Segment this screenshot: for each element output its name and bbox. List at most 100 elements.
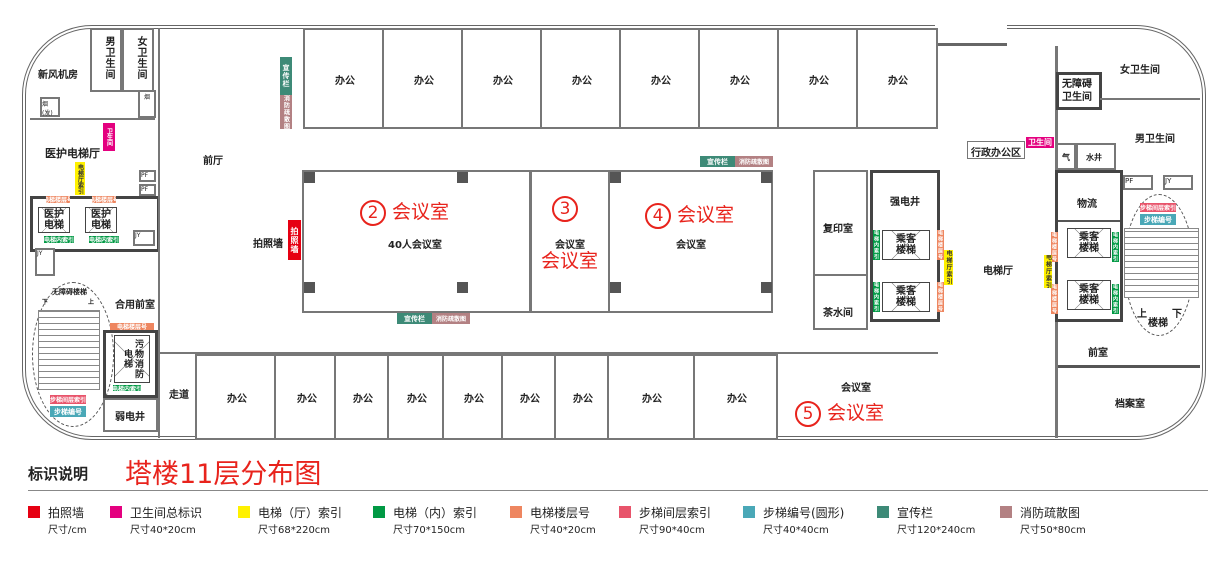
- evacuation-map-sign: 消防疏散图: [735, 156, 773, 167]
- legend-divider: [28, 490, 1208, 491]
- office-room: 办公: [334, 354, 389, 440]
- room-smoke-2: 烟: [138, 90, 156, 118]
- bottom-office-row: 办公 办公 办公 办公 办公 办公 办公 办公 办公 会议室: [160, 352, 938, 440]
- stair-number-sign: 步梯编号: [1140, 214, 1176, 225]
- page-title: 塔楼11层分布图: [125, 459, 322, 490]
- pipe-shaft-jy-2: JY: [35, 248, 55, 276]
- stair-up-label: 上: [1137, 309, 1147, 320]
- office-room: 办公: [382, 28, 463, 129]
- passenger-elevator-4: 乘客楼梯: [1067, 280, 1111, 310]
- elevator-hall-index-sign: 电梯厅索引: [1044, 255, 1052, 288]
- column: [304, 172, 315, 183]
- office-room: 办公: [195, 354, 276, 440]
- room-water-shaft: 水井: [1076, 143, 1116, 170]
- swatch: [619, 506, 631, 518]
- office-room: 办公: [442, 354, 503, 440]
- medical-elevator-1: 医护电梯: [38, 207, 70, 233]
- pipe-shaft-jy: JY: [133, 230, 155, 246]
- pipe-shaft-pf: PF: [139, 170, 156, 182]
- stair-floor-index-sign: 步梯间层索引: [1140, 203, 1176, 212]
- column: [761, 172, 772, 183]
- column: [457, 172, 468, 183]
- accessible-stair-outline: [32, 282, 114, 427]
- office-room: 办公: [540, 28, 621, 129]
- swatch: [110, 506, 122, 518]
- passenger-elevator-1: 乘客楼梯: [882, 230, 930, 260]
- room-anteroom: 前室: [1088, 348, 1108, 359]
- office-room: 办公: [856, 28, 938, 129]
- elevator-inside-sign: 电梯内索引: [873, 230, 880, 260]
- room-male-wc-right: 男卫生间: [1135, 134, 1175, 145]
- pipe-shaft-pf: PF: [1123, 175, 1153, 190]
- elevator-floor-sign: 电梯楼层号: [92, 196, 116, 203]
- elevator-floor-sign: 电梯楼层号: [110, 323, 154, 330]
- top-office-row: 办公 办公 办公 办公 办公 办公 办公 办公: [303, 28, 938, 129]
- wall: [158, 28, 160, 438]
- room-shared-anteroom: 合用前室: [115, 300, 155, 311]
- elevator-inside-sign: 电梯内索引: [44, 236, 74, 243]
- elevator-inside-sign: 电梯内索引: [1112, 284, 1119, 314]
- swatch: [743, 506, 755, 518]
- stair: [1124, 228, 1199, 298]
- office-room: 办公: [461, 28, 542, 129]
- photo-wall-sign: 拍照墙: [288, 220, 301, 260]
- office-room: 办公: [554, 354, 609, 440]
- meeting-room-3-number: 3: [552, 196, 578, 222]
- evacuation-map-sign: 消防疏散图: [280, 95, 292, 129]
- room-female-wc-right: 女卫生间: [1120, 65, 1160, 76]
- photo-wall-label: 拍照墙: [253, 239, 283, 250]
- admin-area-sign: 行政办公区: [967, 141, 1025, 159]
- elevator-inside-sign: 电梯内索引: [89, 236, 119, 243]
- elevator-hall-index-sign: 电梯厅索引: [75, 162, 85, 195]
- bulletin-board-sign: 宣传栏: [397, 313, 432, 324]
- office-room: 办公: [777, 28, 858, 129]
- column: [610, 282, 621, 293]
- room-corridor: 走道: [169, 390, 189, 401]
- office-room: 办公: [607, 354, 695, 440]
- room-lobby: 前厅: [203, 156, 223, 167]
- building-notch: [935, 20, 1007, 46]
- stair-number-sign: 步梯编号: [50, 406, 86, 417]
- room-female-wc: 女卫生间: [122, 28, 154, 92]
- office-room: 办公: [387, 354, 444, 440]
- office-room: 办公: [274, 354, 336, 440]
- elevator-floor-sign: 电梯楼层号: [46, 196, 70, 203]
- bulletin-board-sign: 宣传栏: [700, 156, 735, 167]
- meeting-room-2: 40人会议室: [302, 170, 531, 313]
- medical-elevator-2: 医护电梯: [85, 207, 117, 233]
- elevator-floor-sign: 电梯楼层号: [1051, 284, 1058, 314]
- stair-down-label: 下: [1172, 309, 1182, 320]
- office-room: 办公: [501, 354, 556, 440]
- column: [304, 282, 315, 293]
- room-logistics: 物流: [1077, 199, 1097, 210]
- passenger-elevator-3: 乘客楼梯: [1067, 228, 1111, 258]
- accessible-stair-label: 无障碍楼梯: [52, 288, 87, 296]
- pipe-shaft-jy: JY: [1163, 175, 1193, 190]
- wall: [1100, 98, 1200, 100]
- meeting-room-3: 会议室: [530, 170, 610, 313]
- swatch: [1000, 506, 1012, 518]
- swatch: [238, 506, 250, 518]
- stair-up-label: 上: [88, 299, 95, 306]
- elevator-floor-sign: 电梯楼层号: [937, 282, 944, 312]
- swatch: [373, 506, 385, 518]
- room-medical-elevator-hall: 医护电梯厅: [45, 147, 100, 160]
- office-room: 办公: [303, 28, 384, 129]
- office-room: 办公: [693, 354, 778, 440]
- room-elevator-hall: 电梯厅: [983, 266, 1013, 277]
- wall: [1058, 220, 1120, 222]
- room-strong-shaft: 强电井: [890, 197, 920, 208]
- dirty-fire-elevator: 污物消防电梯: [114, 335, 150, 383]
- dirty-elevator-core: [103, 330, 158, 398]
- elevator-hall-index-sign: 电梯厅索引: [944, 250, 953, 285]
- room-archive: 档案室: [1115, 399, 1145, 410]
- elevator-inside-sign: 电梯内索引: [113, 385, 141, 391]
- room-weak-shaft: 弱电井: [103, 398, 158, 432]
- accessible-stair: [38, 310, 100, 390]
- elevator-inside-sign: 电梯内索引: [1112, 232, 1119, 262]
- elevator-inside-sign: 电梯内索引: [873, 282, 880, 312]
- room-smoke: 烟(发): [40, 97, 60, 117]
